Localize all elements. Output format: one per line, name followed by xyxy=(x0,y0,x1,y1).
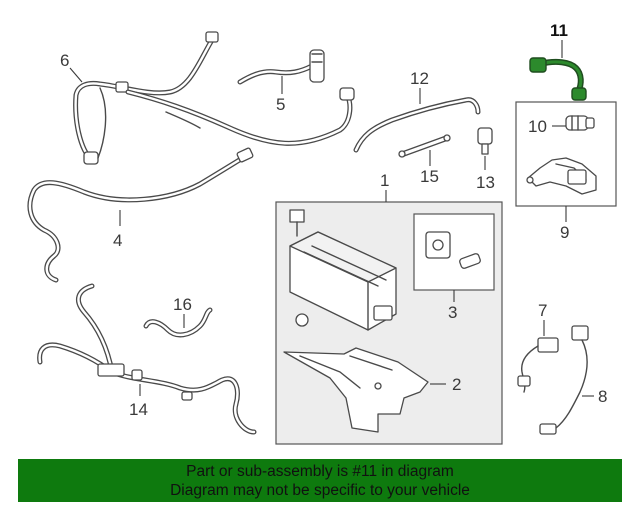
parts-diagram: 6 5 12 15 13 11 xyxy=(27,21,617,445)
label-7: 7 xyxy=(538,301,547,320)
part-16-hose[interactable] xyxy=(143,307,213,338)
label-11: 11 xyxy=(550,21,568,40)
part-1-canister[interactable] xyxy=(289,209,397,331)
leader-6 xyxy=(69,67,83,83)
part-12-pipe[interactable] xyxy=(353,97,481,153)
label-14: 14 xyxy=(129,400,148,419)
label-9: 9 xyxy=(560,223,569,242)
vacuum-line[interactable] xyxy=(125,87,355,146)
label-8: 8 xyxy=(598,387,607,406)
banner-line-1: Part or sub-assembly is #11 in diagram xyxy=(186,463,454,480)
part-10-solenoid[interactable] xyxy=(565,115,595,131)
label-12: 12 xyxy=(410,69,429,88)
label-4: 4 xyxy=(113,231,122,250)
label-1: 1 xyxy=(380,171,389,190)
label-10: 10 xyxy=(528,117,547,136)
label-15: 15 xyxy=(420,167,439,186)
part-9-bracket[interactable] xyxy=(526,157,597,195)
part-15-tube[interactable] xyxy=(398,134,451,158)
label-16: 16 xyxy=(173,295,192,314)
part-7-sensor[interactable] xyxy=(517,337,559,393)
label-13: 13 xyxy=(476,173,495,192)
label-5: 5 xyxy=(276,95,285,114)
part-4-hose[interactable] xyxy=(27,147,254,283)
part-5-connector[interactable] xyxy=(237,49,325,85)
part-2-tray[interactable] xyxy=(283,347,429,433)
info-banner: Part or sub-assembly is #11 in diagram D… xyxy=(18,459,622,502)
part-13-sensor[interactable] xyxy=(477,127,493,155)
part-6-hose[interactable] xyxy=(73,31,219,165)
banner-line-2: Diagram may not be specific to your vehi… xyxy=(170,482,470,499)
label-2: 2 xyxy=(452,375,461,394)
part-14-harness[interactable] xyxy=(37,283,257,435)
label-6: 6 xyxy=(60,51,69,70)
part-11-harness[interactable] xyxy=(529,57,587,101)
part-3-bracket[interactable] xyxy=(425,231,481,269)
label-3: 3 xyxy=(448,303,457,322)
part-8-sensor[interactable] xyxy=(539,325,589,435)
